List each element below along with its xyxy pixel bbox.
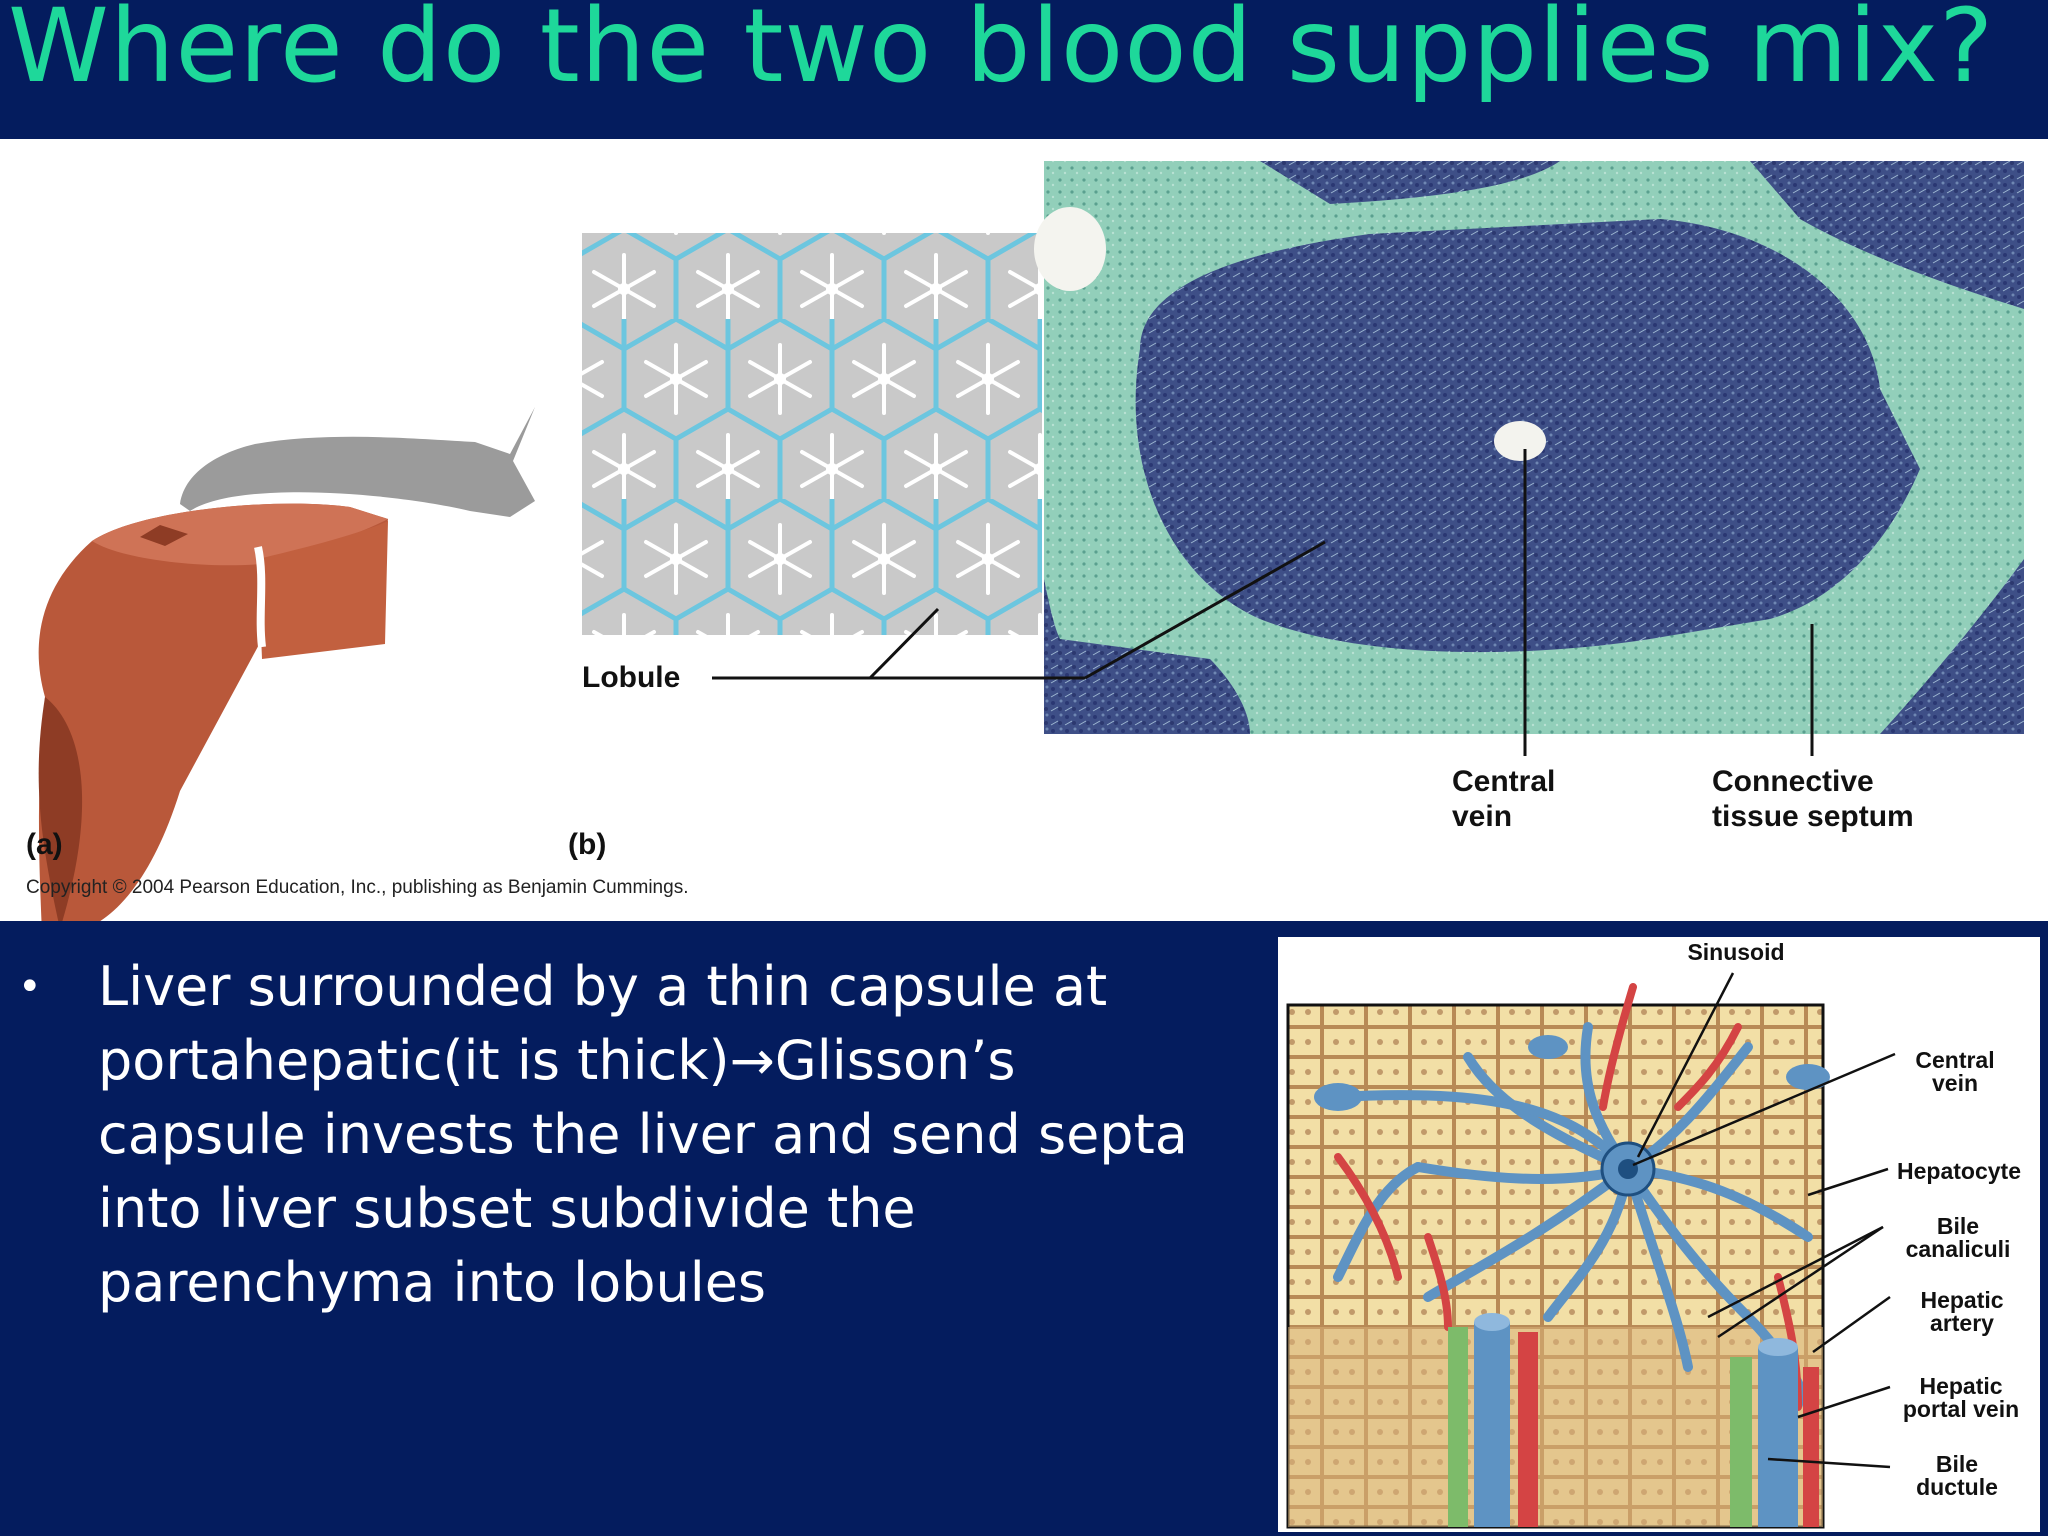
leader-lines: [712, 449, 1814, 756]
lobule-detail-diagram: Sinusoid Central vein Hepatocyte Bile ca…: [1278, 937, 2040, 1532]
septum-label-line1: Connective: [1712, 765, 1874, 798]
lobule-3d-illustration: [1286, 972, 1896, 1529]
hepatic-portal-vein-label-2: portal vein: [1902, 1396, 2020, 1422]
bullet-text: Liver surrounded by a thin capsule at po…: [98, 955, 1188, 1314]
bile-canaliculi-label-1: Bile: [1936, 1213, 1980, 1239]
bullet-list: • Liver surrounded by a thin capsule at …: [18, 950, 1248, 1320]
liver-figure-panel: Lobule Central vein Connective tissue se…: [0, 139, 2048, 921]
diagram-leader-lines: [1632, 972, 1896, 1469]
panel-b-label: (b): [568, 828, 607, 861]
hepatic-artery-label-1: Hepatic: [1920, 1287, 2004, 1313]
sinusoid-label: Sinusoid: [1687, 939, 1785, 965]
bile-ductule-label-1: Bile: [1935, 1451, 1979, 1477]
liver-illustration: [38, 407, 535, 921]
liver-anatomy-figure: [38, 161, 2024, 921]
hepatocyte-label: Hepatocyte: [1897, 1158, 2021, 1184]
central-vein-detail-label-1: Central: [1915, 1047, 1995, 1073]
hepatic-artery-label-2: artery: [1930, 1310, 1994, 1336]
panel-a-label: (a): [26, 828, 63, 861]
lobule-schematic: [582, 233, 1042, 635]
central-vein-label-line1: Central: [1452, 765, 1556, 798]
bullet-item: • Liver surrounded by a thin capsule at …: [18, 950, 1248, 1320]
central-vein-detail-label-2: vein: [1931, 1070, 1979, 1096]
copyright-notice: Copyright © 2004 Pearson Education, Inc.…: [26, 877, 689, 898]
histology-micrograph: [1034, 161, 2024, 734]
vessel-columns: [1448, 1313, 1819, 1527]
lobule-label: Lobule: [582, 661, 681, 694]
slide-title: Where do the two blood supplies mix?: [8, 0, 1995, 106]
bullet-marker: •: [18, 964, 42, 1010]
bile-canaliculi-label-2: canaliculi: [1905, 1236, 2011, 1262]
curved-arrow-icon: [180, 407, 535, 517]
central-vein-label-line2: vein: [1452, 800, 1513, 833]
bile-ductule-label-2: ductule: [1916, 1474, 1998, 1500]
hepatic-portal-vein-label-1: Hepatic: [1919, 1373, 2003, 1399]
septum-label-line2: tissue septum: [1712, 800, 1914, 833]
